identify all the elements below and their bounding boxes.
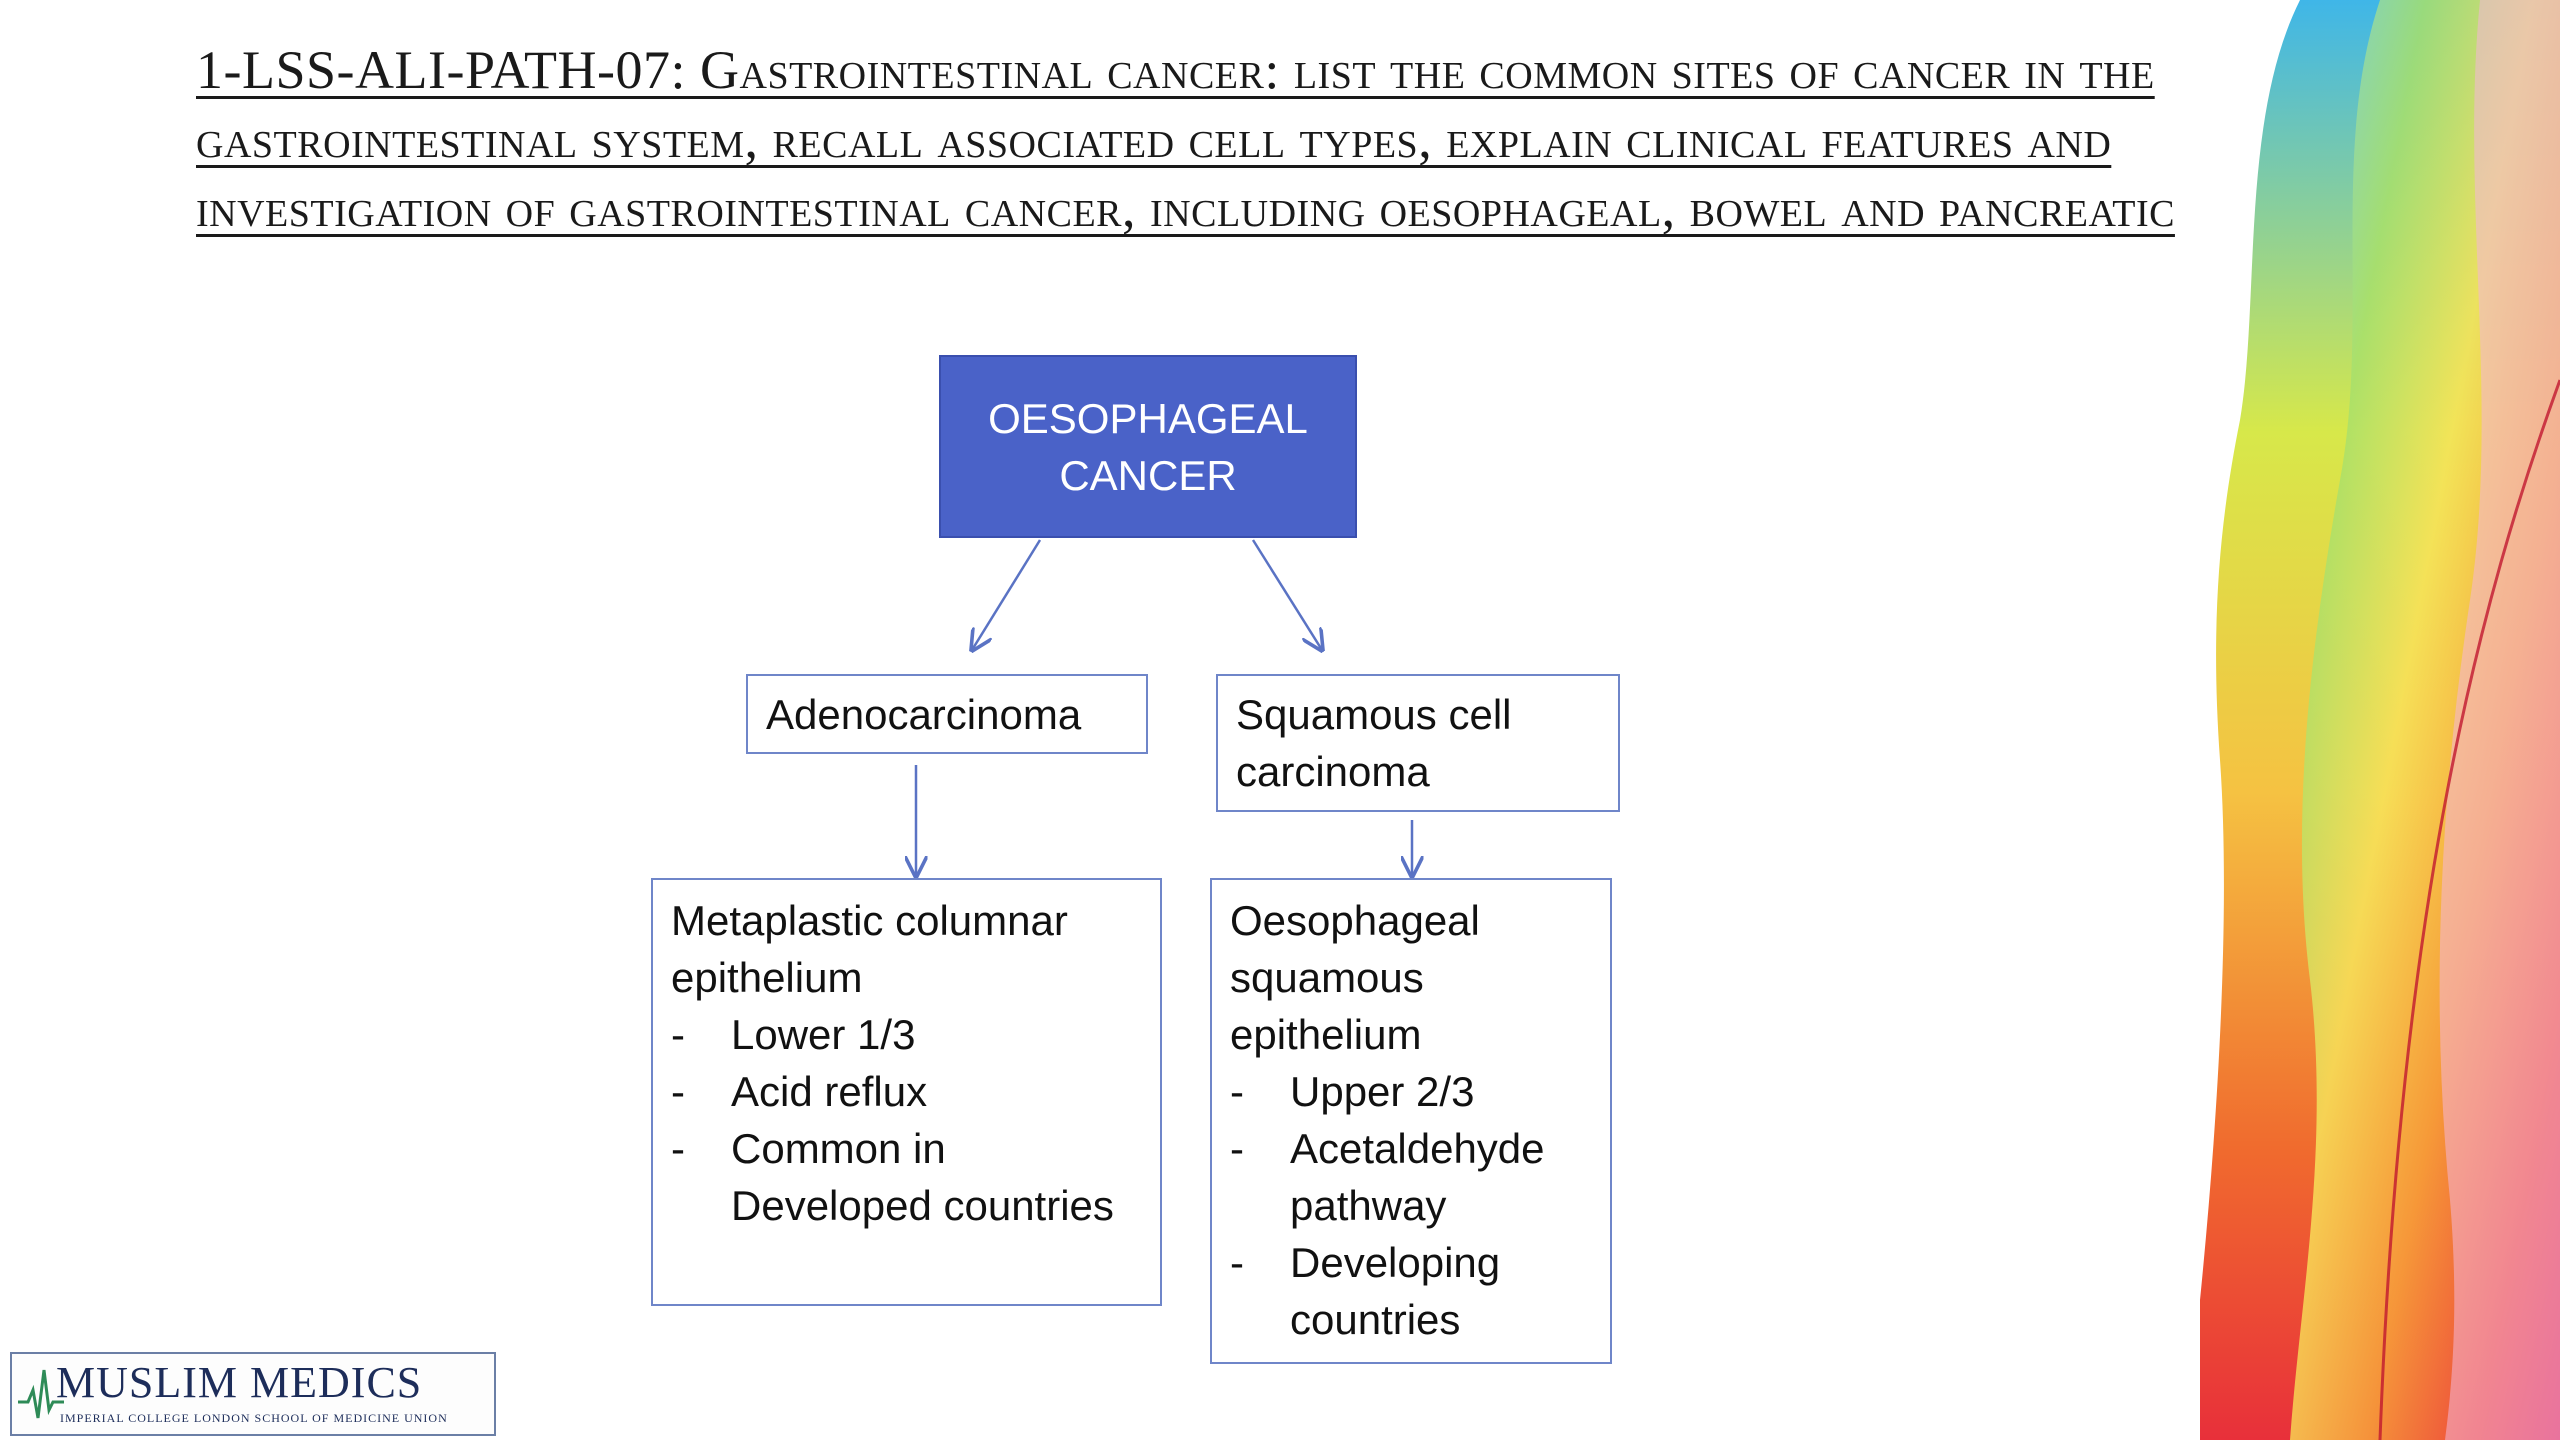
slide-title: 1-LSS-ALI-PATH-07: Gastrointestinal canc… — [196, 40, 2175, 238]
logo-name: MUSLIM MEDICS — [56, 1358, 423, 1407]
node-metaplastic-heading: Metaplastic columnar epithelium — [671, 897, 1068, 1001]
metaplastic-bullet-list: Lower 1/3 Acid reflux Common in Develope… — [671, 1006, 1142, 1234]
node-oesophageal-epithelium-heading: Oesophageal squamous epithelium — [1230, 897, 1480, 1058]
node-metaplastic-columnar-epithelium: Metaplastic columnar epithelium Lower 1/… — [651, 878, 1162, 1306]
edge-root-to-adenocarcinoma — [972, 539, 1042, 650]
node-adenocarcinoma: Adenocarcinoma — [746, 674, 1148, 754]
oesophageal-epithelium-bullet-list: Upper 2/3 Acetaldehyde pathway Developin… — [1230, 1063, 1592, 1348]
node-squamous-cell-carcinoma: Squamous cell carcinoma — [1216, 674, 1620, 812]
rainbow-ribbon-decoration — [2200, 0, 2560, 1440]
node-oesophageal-squamous-epithelium: Oesophageal squamous epithelium Upper 2/… — [1210, 878, 1612, 1364]
bullet-item: Acetaldehyde pathway — [1230, 1120, 1592, 1234]
edge-root-to-squamous — [1251, 539, 1322, 650]
node-squamous-label: Squamous cell carcinoma — [1236, 691, 1512, 795]
logo-subtitle: IMPERIAL COLLEGE LONDON SCHOOL OF MEDICI… — [60, 1411, 448, 1425]
bullet-item: Developing countries — [1230, 1234, 1592, 1348]
bullet-item: Lower 1/3 — [671, 1006, 1142, 1063]
muslim-medics-logo: MUSLIM MEDICS IMPERIAL COLLEGE LONDON SC… — [10, 1352, 496, 1436]
node-adenocarcinoma-label: Adenocarcinoma — [766, 691, 1082, 738]
bullet-item: Common in Developed countries — [671, 1120, 1142, 1234]
bullet-item: Acid reflux — [671, 1063, 1142, 1120]
heartbeat-icon — [18, 1369, 64, 1419]
node-oesophageal-cancer: OESOPHAGEAL CANCER — [939, 355, 1357, 538]
node-oesophageal-cancer-label: OESOPHAGEAL CANCER — [988, 394, 1308, 499]
bullet-item: Upper 2/3 — [1230, 1063, 1592, 1120]
